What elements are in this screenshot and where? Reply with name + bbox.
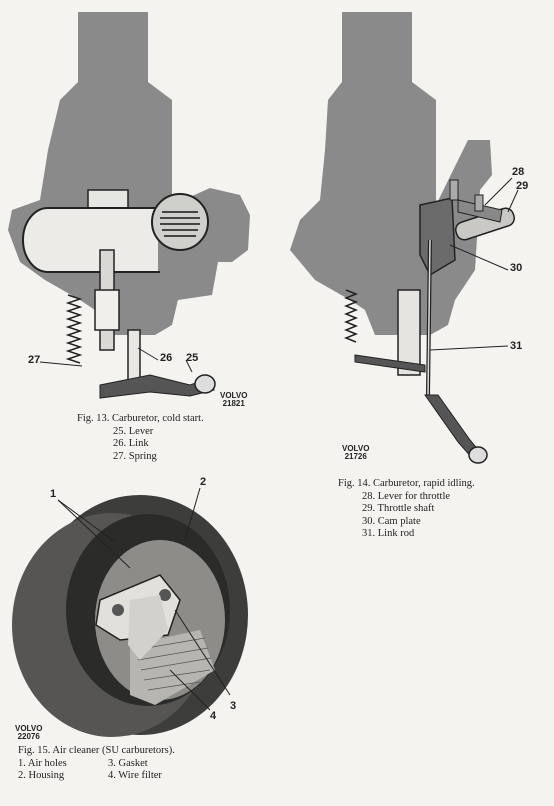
carburetor-rapid-idling-illustration: [290, 12, 519, 464]
air-cleaner-illustration: [12, 487, 248, 737]
fig14-caption-block: Fig. 14. Carburetor, rapid idling. 28. L…: [338, 478, 475, 541]
callout-2: 2: [200, 476, 207, 488]
caption-title: Fig. 15. Air cleaner (SU carburetors).: [18, 745, 175, 756]
legend-item: 3. Gasket: [108, 757, 148, 769]
legend-item: 4. Wire filter: [108, 770, 162, 781]
carburetor-cold-start-illustration: [8, 12, 250, 399]
legend-item: 28. Lever for throttle: [362, 490, 451, 502]
legend-item: 27. Spring: [113, 450, 157, 462]
volvo-stamp: VOLVO 21821: [220, 391, 248, 408]
legend-item: 31. Link rod: [362, 528, 415, 539]
volvo-stamp: VOLVO 21726: [342, 444, 370, 461]
fig13-caption-block: Fig. 13. Carburetor, cold start. 25. Lev…: [77, 413, 204, 463]
callout-28: 28: [512, 166, 525, 178]
callout-30: 30: [510, 262, 523, 274]
volvo-stamp: VOLVO 22076: [15, 724, 43, 741]
figure-14-carburetor-rapid-idling: 28 29 30 31 VOLVO 21726: [280, 0, 554, 470]
legend-item: 2. Housing: [18, 770, 65, 781]
caption-title: Fig. 13. Carburetor, cold start.: [77, 413, 204, 424]
callout-29: 29: [516, 180, 529, 192]
figure-13-carburetor-cold-start: 27 26 25 VOLVO 21821: [0, 0, 270, 410]
fig15-caption-block: Fig. 15. Air cleaner (SU carburetors). 1…: [18, 745, 218, 783]
legend-item: 25. Lever: [113, 425, 154, 437]
callout-4: 4: [210, 710, 217, 722]
callout-25: 25: [186, 352, 199, 364]
legend-item: 30. Cam plate: [362, 515, 421, 527]
figure-15-air-cleaner: 1 2 3 4 VOLVO 22076: [0, 470, 260, 742]
callout-3: 3: [230, 700, 237, 712]
callout-27: 27: [28, 354, 41, 366]
callout-26: 26: [160, 352, 173, 364]
legend-item: 1. Air holes: [18, 757, 67, 769]
caption-title: Fig. 14. Carburetor, rapid idling.: [338, 478, 475, 489]
legend-item: 26. Link: [113, 438, 149, 449]
legend-item: 29. Throttle shaft: [362, 503, 435, 514]
callout-1: 1: [50, 488, 57, 500]
callout-31: 31: [510, 340, 523, 352]
